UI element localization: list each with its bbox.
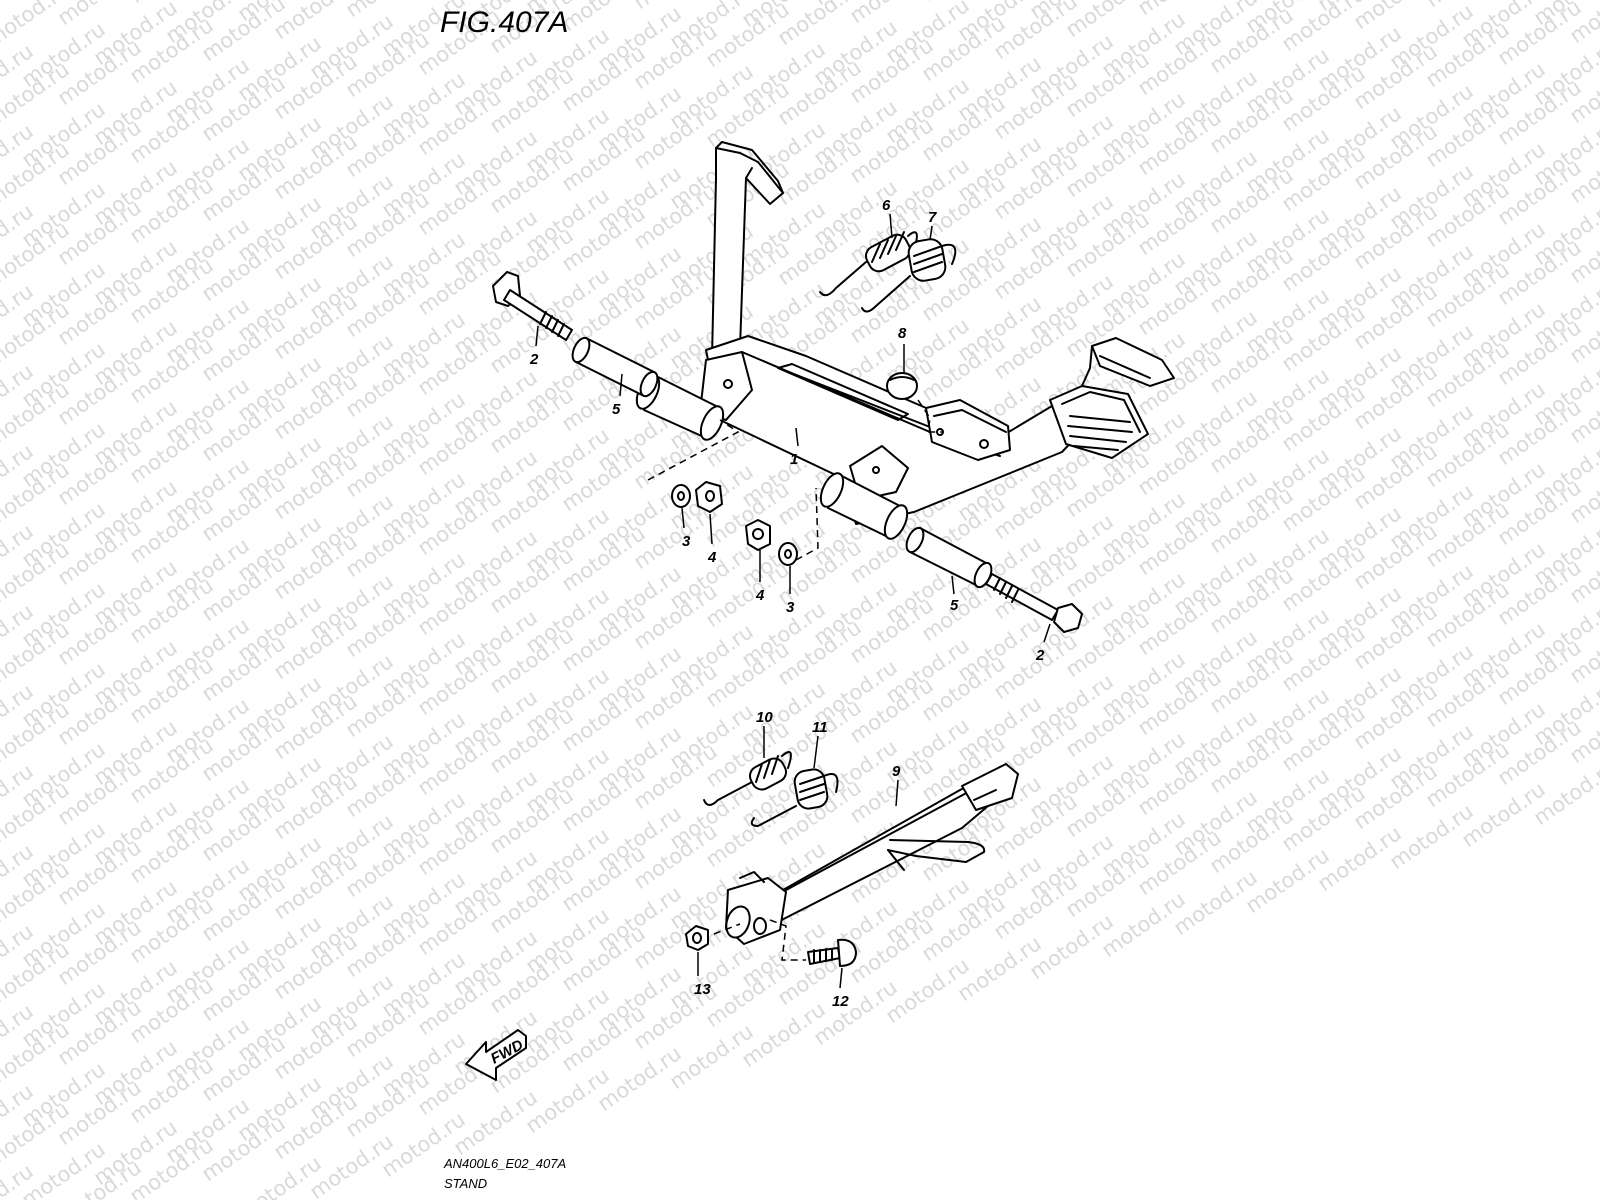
figure-caption: STAND: [444, 1176, 487, 1191]
bushing-part-5-right: [905, 526, 993, 589]
callout-7: 7: [928, 209, 937, 226]
callout-4-right: 4: [755, 587, 765, 604]
callout-4-left: 4: [707, 549, 717, 566]
callout-2-lower: 2: [1035, 647, 1045, 664]
callout-1: 1: [790, 451, 798, 468]
spring-part-10: [703, 751, 792, 806]
callout-9: 9: [892, 763, 901, 780]
callout-5-upper: 5: [612, 401, 621, 418]
callout-11: 11: [812, 719, 828, 736]
callout-5-lower: 5: [950, 597, 959, 614]
washer-part-3-right: [778, 542, 798, 566]
callout-2-upper: 2: [529, 351, 539, 368]
callout-8: 8: [898, 325, 907, 342]
callout-3-right: 3: [786, 599, 795, 616]
side-stand-part-9: [725, 763, 1019, 945]
bolt-part-2-right: [985, 573, 1083, 633]
callout-10: 10: [756, 709, 773, 726]
spring-part-11: [750, 768, 839, 827]
figure-code: AN400L6_E02_407A: [443, 1156, 566, 1171]
washer-part-3-left: [671, 484, 691, 508]
nut-part-13: [685, 925, 709, 951]
spring-part-7: [861, 238, 957, 313]
bushing-part-5-left: [571, 336, 659, 398]
pivot-bolt-part-12: [807, 938, 857, 967]
callout-12: 12: [832, 993, 849, 1010]
callout-3-left: 3: [682, 533, 691, 550]
spring-part-6: [819, 231, 918, 297]
callout-6: 6: [882, 197, 891, 214]
nut-part-4-left: [695, 481, 723, 513]
center-stand-part-1: [635, 141, 1175, 540]
callout-13: 13: [694, 981, 711, 998]
nut-part-4-right: [745, 519, 771, 551]
figure-title: FIG.407A: [440, 6, 568, 39]
bolt-part-2-left: [492, 271, 573, 341]
cap-part-8: [886, 372, 918, 400]
